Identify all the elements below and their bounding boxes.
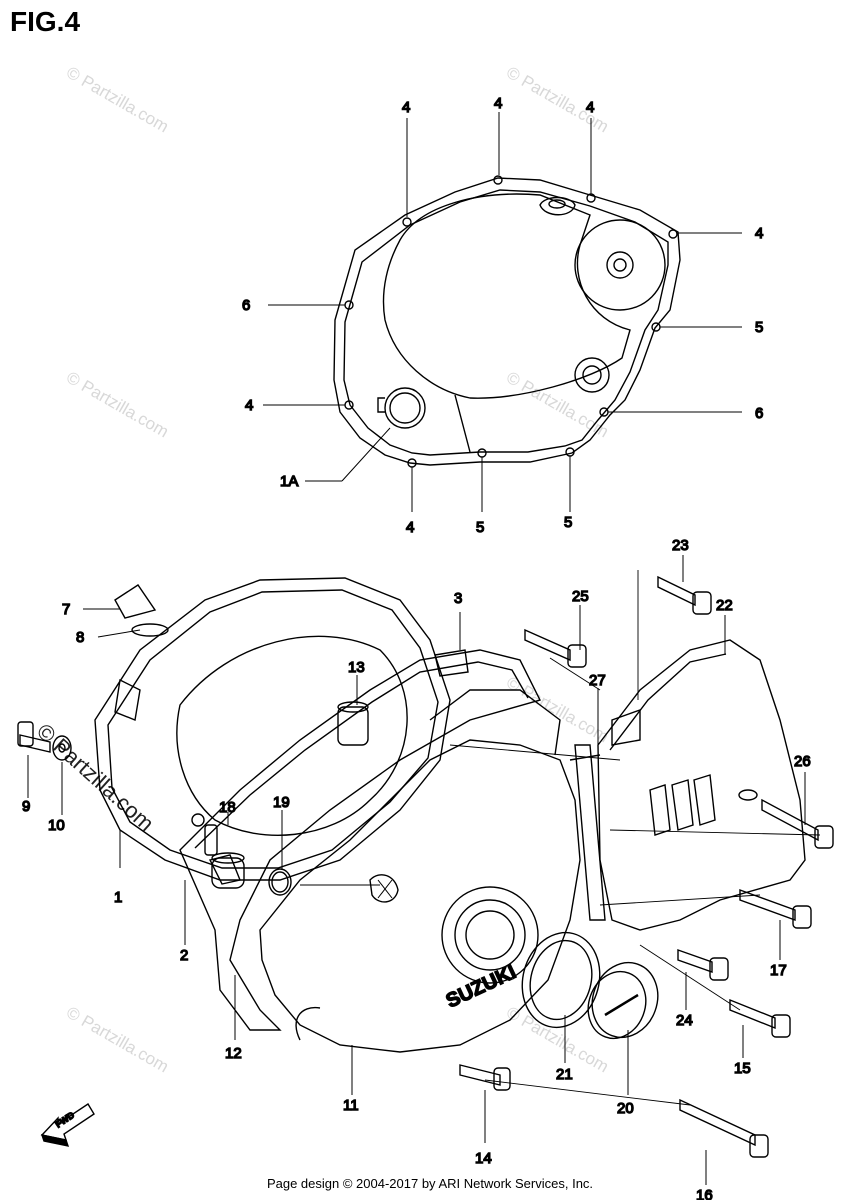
callout-17: 17 [770, 962, 787, 979]
gasket-strip-part [569, 744, 606, 921]
footer-credit: Page design © 2004-2017 by ARI Network S… [266, 1176, 594, 1191]
cap-plug-part [587, 961, 659, 1040]
figure-title: FIG.4 [10, 6, 81, 37]
callout-3: 3 [454, 590, 462, 607]
assembly-lines [300, 570, 821, 1106]
callout-2: 2 [180, 947, 188, 964]
callout-27: 27 [589, 672, 606, 689]
callout-15: 15 [734, 1060, 751, 1077]
callout-16: 16 [696, 1187, 713, 1200]
callout-21: 21 [556, 1066, 573, 1083]
callout-5: 5 [476, 519, 484, 536]
callout-24: 24 [676, 1012, 693, 1029]
callout-4: 4 [494, 95, 502, 112]
callout-5: 5 [755, 319, 763, 336]
leader-lines-upper [263, 112, 742, 512]
callout-1: 1 [114, 889, 122, 906]
callout-23: 23 [672, 537, 689, 554]
o-ring-seal-part [521, 931, 601, 1029]
callout-4: 4 [402, 99, 410, 116]
callout-10: 10 [48, 817, 65, 834]
callout-9: 9 [22, 798, 30, 815]
sprocket-cover-part [597, 639, 806, 931]
callout-11: 11 [343, 1097, 359, 1114]
callout-4: 4 [586, 99, 594, 116]
callout-19: 19 [273, 794, 290, 811]
callout-4: 4 [245, 397, 253, 414]
callout-4: 4 [755, 225, 763, 242]
o-ring-part [268, 868, 292, 896]
fwd-arrow-icon: FWD [40, 1103, 95, 1147]
callout-6: 6 [755, 405, 763, 422]
callout-14: 14 [475, 1150, 492, 1167]
callout-4: 4 [406, 519, 414, 536]
callout-12: 12 [225, 1045, 242, 1062]
callout-26: 26 [794, 753, 811, 770]
callout-1a: 1A [280, 473, 298, 490]
callout-25: 25 [572, 588, 589, 605]
callout-20: 20 [617, 1100, 634, 1117]
callout-22: 22 [716, 597, 733, 614]
callout-5: 5 [564, 514, 572, 531]
clutch-cover-part [333, 175, 681, 468]
callout-6: 6 [242, 297, 250, 314]
callout-7: 7 [62, 601, 70, 618]
callout-8: 8 [76, 629, 84, 646]
callout-18: 18 [219, 799, 236, 816]
callout-13: 13 [348, 659, 365, 676]
leader-lines-lower [27, 555, 806, 1185]
crankcase-cover-part [94, 577, 469, 889]
gasket-part [179, 649, 542, 1031]
